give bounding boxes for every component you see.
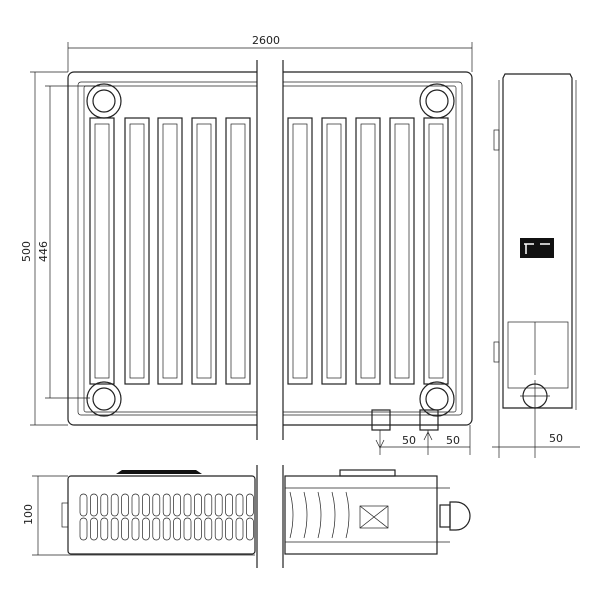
convector-fin [142,493,150,517]
convector-fin [152,493,161,517]
convector-fin [345,491,350,539]
convector-fin [235,493,244,517]
left-pipe-offset-label: 50 [402,434,416,447]
convector-fin [289,491,294,539]
brand-logo [520,238,554,258]
depth-label: 100 [22,504,35,525]
panel-slot [157,117,183,385]
length-dimension: 2600 [67,34,473,72]
convector-fin [225,493,233,517]
side-view: 50 [492,73,580,458]
panel-slot [89,117,115,385]
panel-slot [389,117,415,385]
panel-slot [124,117,150,385]
panel-slot [287,117,313,385]
valve-symbol [359,505,389,529]
break-lines [256,58,284,572]
convector-fin [131,493,140,517]
connection-port [419,83,455,119]
convector-fin [162,493,171,517]
convector-fin [204,493,213,517]
length-label: 2600 [252,34,280,47]
connection-pipes: 50 50 [371,409,471,455]
convector-fin [331,491,336,539]
convector-fin [214,493,223,517]
side-offset-label: 50 [549,432,563,445]
convector-fin [90,493,98,517]
connection-port [86,381,122,417]
flow-in-arrow-icon [423,431,433,441]
connection-port [419,381,455,417]
panel-slot [355,117,381,385]
height-label: 500 [20,241,33,262]
height-dimension: 500 [20,71,68,426]
convector-fin [303,491,308,539]
convector-fin [110,493,119,517]
panel-slot [321,117,347,385]
panel-slot [191,117,217,385]
panel-slot [225,117,251,385]
convector-fin [173,493,181,517]
convector-fin [79,493,88,517]
convector-fin [183,493,192,517]
bottom-view: 100 [22,469,471,556]
convector-fin [194,493,202,517]
convector-fin [100,493,109,517]
convector-fin [317,491,322,539]
convector-fin [246,493,254,517]
connection-height-label: 446 [37,241,50,262]
flow-out-arrow-icon [375,439,385,449]
panel-slot [423,117,449,385]
convector-fin [121,493,129,517]
connection-port [86,83,122,119]
right-pipe-offset-label: 50 [446,434,460,447]
